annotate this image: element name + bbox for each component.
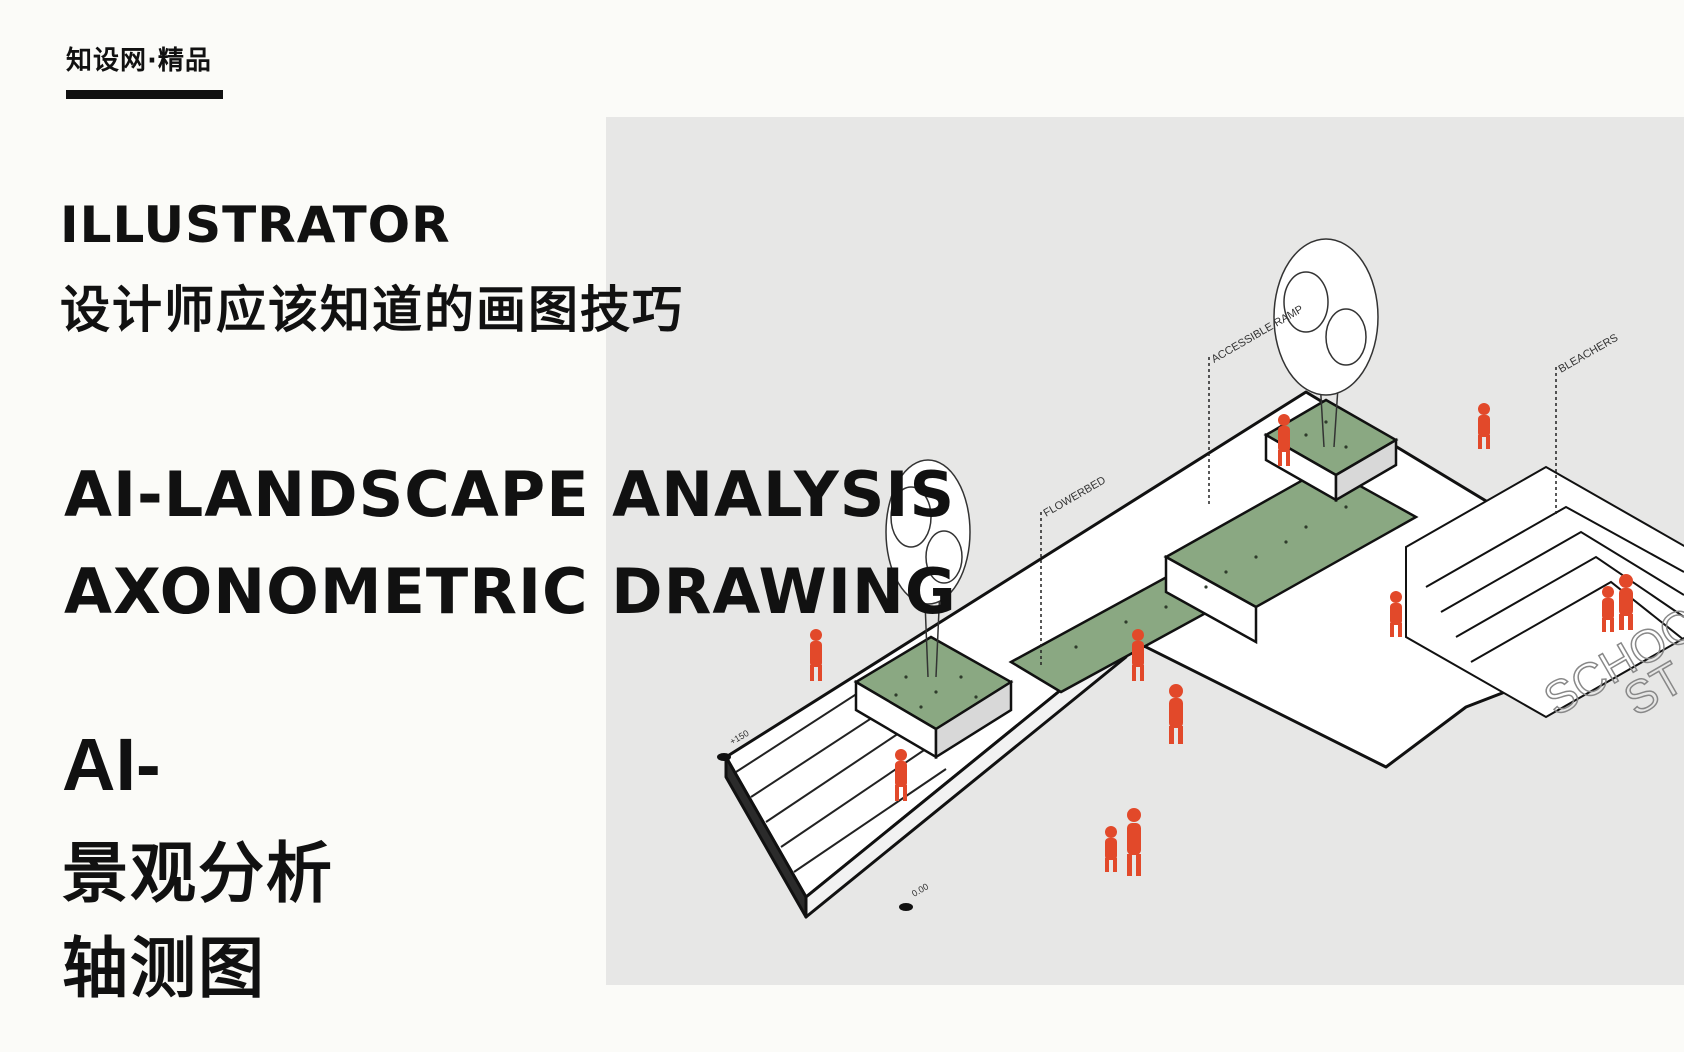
bleachers — [1405, 465, 1684, 719]
subtitle-axonometric-cn: 轴测图 — [62, 930, 266, 1007]
label-flowerbed: FLOWERBED — [1042, 474, 1108, 519]
subtitle-ai: AI- — [62, 723, 161, 806]
heading-axonometric-drawing: AXONOMETRIC DRAWING — [64, 555, 957, 628]
subtitle-landscape-analysis-cn: 景观分析 — [62, 835, 334, 912]
leader-lines — [1040, 357, 1557, 667]
label-bleachers: BLEACHERS — [1557, 332, 1621, 376]
label-dim-bottom: 0.00 — [910, 881, 930, 898]
tree-right — [1273, 238, 1379, 448]
axonometric-illustration-panel: ACCESSIBLE RAMP BLEACHERS FLOWERBED +150… — [606, 117, 1684, 985]
heading-landscape-analysis: AI-LANDSCAPE ANALYSIS — [64, 458, 956, 531]
planters — [853, 398, 1419, 760]
people-figures — [810, 403, 1633, 876]
title-chinese-tips: 设计师应该知道的画图技巧 — [60, 281, 684, 339]
title-illustrator: ILLUSTRATOR — [60, 196, 451, 254]
tree-left — [885, 459, 971, 678]
brand-underline — [66, 90, 223, 99]
axonometric-drawing: ACCESSIBLE RAMP BLEACHERS FLOWERBED +150… — [717, 238, 1684, 919]
planter-texture — [894, 420, 1348, 709]
dimension-markers — [717, 753, 913, 911]
brand-logo-text: 知设网·精品 — [66, 46, 212, 76]
